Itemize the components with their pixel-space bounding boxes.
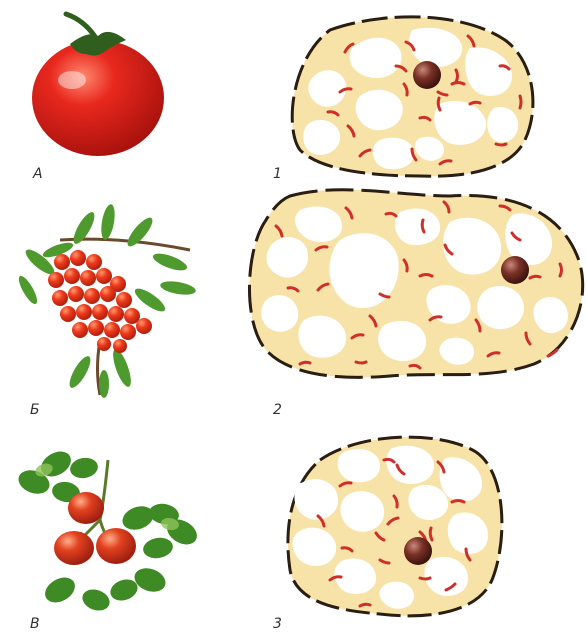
label-fruit-c: В — [30, 616, 40, 632]
cell-2 — [249, 190, 582, 378]
label-cell-3: 3 — [273, 616, 282, 632]
label-fruit-b: Б — [30, 402, 40, 418]
nucleus-icon — [501, 256, 529, 284]
label-cell-1: 1 — [273, 166, 282, 182]
label-cell-2: 2 — [273, 402, 282, 418]
rosehip-icon — [15, 446, 201, 614]
nucleus-icon — [413, 61, 441, 89]
cell-1 — [292, 17, 533, 176]
cell-3 — [288, 437, 502, 616]
nucleus-icon — [404, 537, 432, 565]
label-fruit-a: А — [32, 166, 43, 182]
tomato-icon — [32, 14, 164, 156]
rowan-berries-icon — [16, 203, 197, 398]
